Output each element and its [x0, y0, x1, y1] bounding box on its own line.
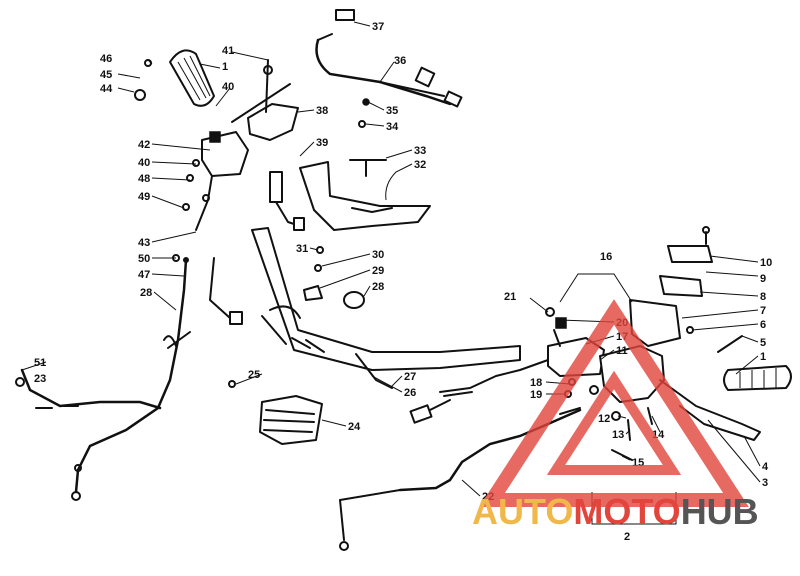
callout-13: 13	[612, 429, 624, 441]
callout-28-left: 28	[140, 287, 152, 299]
callout-44: 44	[100, 83, 113, 95]
callout-24: 24	[348, 421, 361, 433]
callout-8: 8	[760, 291, 766, 303]
callout-26: 26	[404, 387, 416, 399]
callout-43: 43	[138, 237, 150, 249]
callout-12: 12	[598, 413, 610, 425]
callout-40-mid: 40	[138, 157, 150, 169]
watermark-auto: AUTO	[472, 491, 573, 532]
callout-50: 50	[138, 253, 150, 265]
callout-47: 47	[138, 269, 150, 281]
callout-4: 4	[762, 461, 769, 473]
connector-39	[269, 171, 305, 231]
callout-29: 29	[372, 265, 384, 277]
right-grip	[723, 365, 792, 391]
throttle-cable	[315, 9, 463, 108]
callout-18: 18	[530, 377, 542, 389]
watermark-logo	[479, 299, 749, 507]
callout-10: 10	[760, 257, 772, 269]
pad-24	[259, 395, 323, 445]
callout-7: 7	[760, 305, 766, 317]
callout-33: 33	[414, 145, 426, 157]
center-pad	[299, 159, 431, 231]
callout-5: 5	[760, 337, 766, 349]
callout-51: 51	[34, 357, 46, 369]
callout-48: 48	[138, 173, 150, 185]
left-grip	[169, 49, 215, 107]
callout-37: 37	[372, 21, 384, 33]
callout-40-top: 40	[222, 81, 234, 93]
callout-46: 46	[100, 53, 112, 65]
callout-labels: 46 45 44 41 1 40 37 36 38 35 34 39 42 40…	[34, 21, 772, 543]
callout-39: 39	[316, 137, 328, 149]
callout-25: 25	[248, 369, 260, 381]
callout-23: 23	[34, 373, 46, 385]
callout-9: 9	[760, 273, 766, 285]
watermark-text: AUTOMOTOHUB	[472, 491, 759, 532]
callout-35: 35	[386, 105, 398, 117]
watermark-triangle-inner	[546, 370, 682, 475]
callout-3: 3	[762, 477, 768, 489]
callout-27: 27	[404, 371, 416, 383]
left-switch-housing	[195, 131, 249, 231]
handlebar	[251, 227, 521, 389]
svg-text:AUTOMOTOHUB: AUTOMOTOHUB	[472, 491, 759, 532]
watermark-moto: MOTO	[573, 491, 680, 532]
callout-41: 41	[222, 45, 234, 57]
callout-42: 42	[138, 139, 150, 151]
callout-16: 16	[600, 251, 612, 263]
callout-32: 32	[414, 159, 426, 171]
callout-31: 31	[296, 243, 308, 255]
callout-6: 6	[760, 319, 766, 331]
left-cables	[15, 254, 243, 501]
callout-1-right: 1	[760, 351, 766, 363]
callout-21: 21	[504, 291, 516, 303]
callout-1-left: 1	[222, 61, 228, 73]
callout-11: 11	[616, 345, 628, 357]
callout-34: 34	[386, 121, 399, 133]
callout-30: 30	[372, 249, 384, 261]
callout-45: 45	[100, 69, 112, 81]
callout-2: 2	[624, 531, 630, 543]
callout-49: 49	[138, 191, 150, 203]
connector-26	[409, 359, 549, 424]
throttle-block	[231, 59, 299, 141]
callout-28-right: 28	[372, 281, 384, 293]
callout-36: 36	[394, 55, 406, 67]
watermark-triangle-outer	[479, 299, 749, 507]
watermark-hub: HUB	[681, 491, 759, 532]
callout-19: 19	[530, 389, 542, 401]
callout-38: 38	[316, 105, 328, 117]
